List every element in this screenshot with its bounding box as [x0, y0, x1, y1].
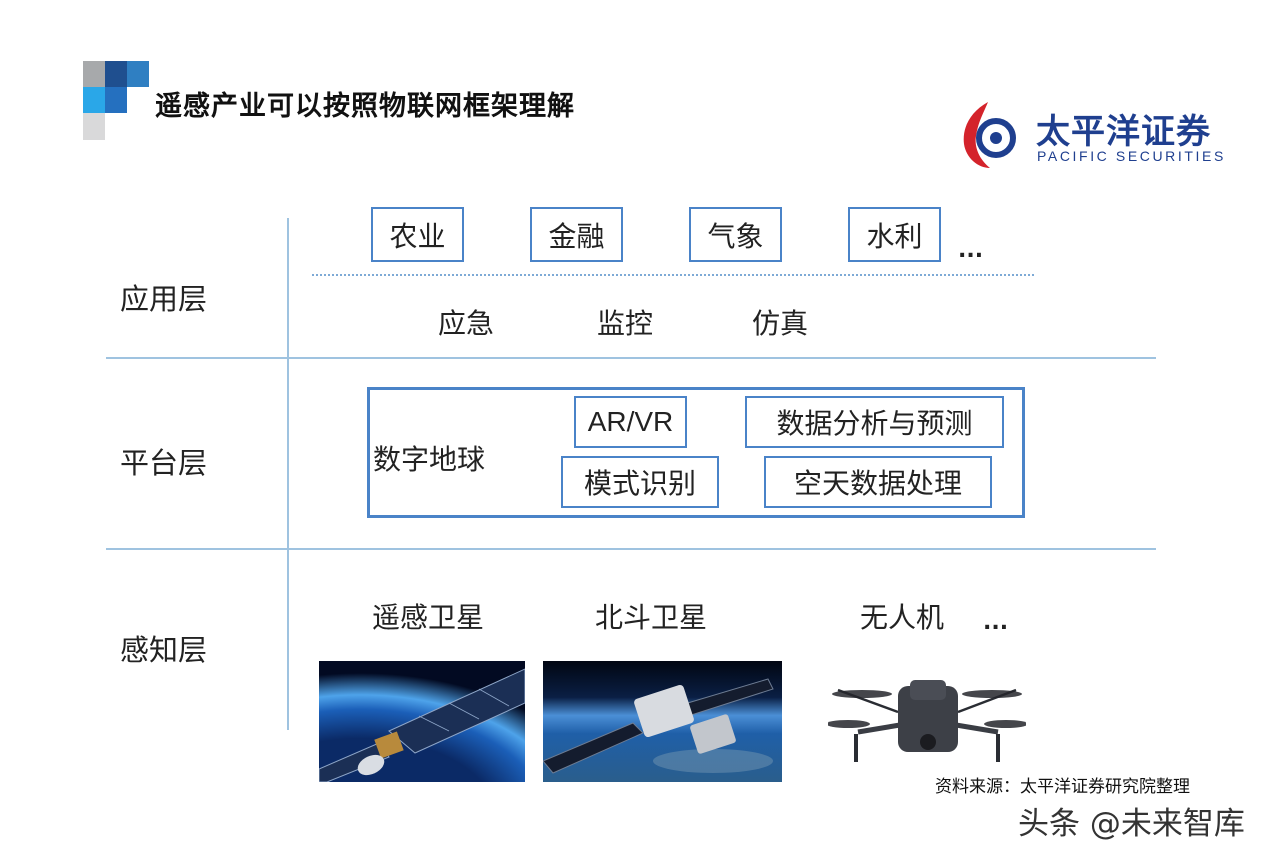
- app-item-emergency: 应急: [438, 307, 495, 340]
- beidou-satellite-image: [543, 661, 782, 782]
- layer-label-platform: 平台层: [120, 446, 208, 480]
- brand-name-cn: 太平洋证券: [1036, 112, 1211, 152]
- platform-module-analysis: 数据分析与预测: [745, 396, 1004, 448]
- page-title: 遥感产业可以按照物联网框架理解: [155, 91, 575, 122]
- platform-digital-earth: 数字地球: [373, 443, 486, 476]
- app-box-finance: 金融: [530, 207, 623, 262]
- source-note: 资料来源：太平洋证券研究院整理: [935, 777, 1190, 797]
- platform-module-aerospace-data: 空天数据处理: [764, 456, 992, 508]
- app-dotted-separator: [312, 274, 1034, 276]
- brand-name-en: PACIFIC SECURITIES: [1037, 148, 1226, 164]
- pacific-securities-logo-icon: [963, 102, 1016, 168]
- layer-divider-app-platform: [106, 357, 1156, 359]
- app-box-meteorology: 气象: [689, 207, 782, 262]
- app-box-water: 水利: [848, 207, 941, 262]
- drone-image: [828, 680, 1026, 762]
- watermark: 头条 @未来智库: [1018, 806, 1245, 842]
- perception-item-beidou-satellite: 北斗卫星: [595, 601, 708, 634]
- platform-module-arvr: AR/VR: [574, 396, 687, 448]
- layer-label-perception: 感知层: [120, 633, 208, 667]
- app-item-simulation: 仿真: [752, 307, 809, 340]
- perception-item-drone: 无人机: [860, 601, 945, 634]
- platform-module-pattern-recognition: 模式识别: [561, 456, 719, 508]
- layer-label-application: 应用层: [120, 282, 208, 316]
- app-more-ellipsis: ...: [958, 238, 984, 263]
- app-item-monitoring: 监控: [597, 307, 654, 340]
- perception-item-remote-sensing-satellite: 遥感卫星: [372, 601, 485, 634]
- app-box-agriculture: 农业: [371, 207, 464, 262]
- remote-sensing-satellite-image: [319, 661, 525, 782]
- layer-divider-platform-perception: [106, 548, 1156, 550]
- layer-divider-vertical: [287, 218, 289, 730]
- perception-more-ellipsis: ...: [983, 610, 1009, 635]
